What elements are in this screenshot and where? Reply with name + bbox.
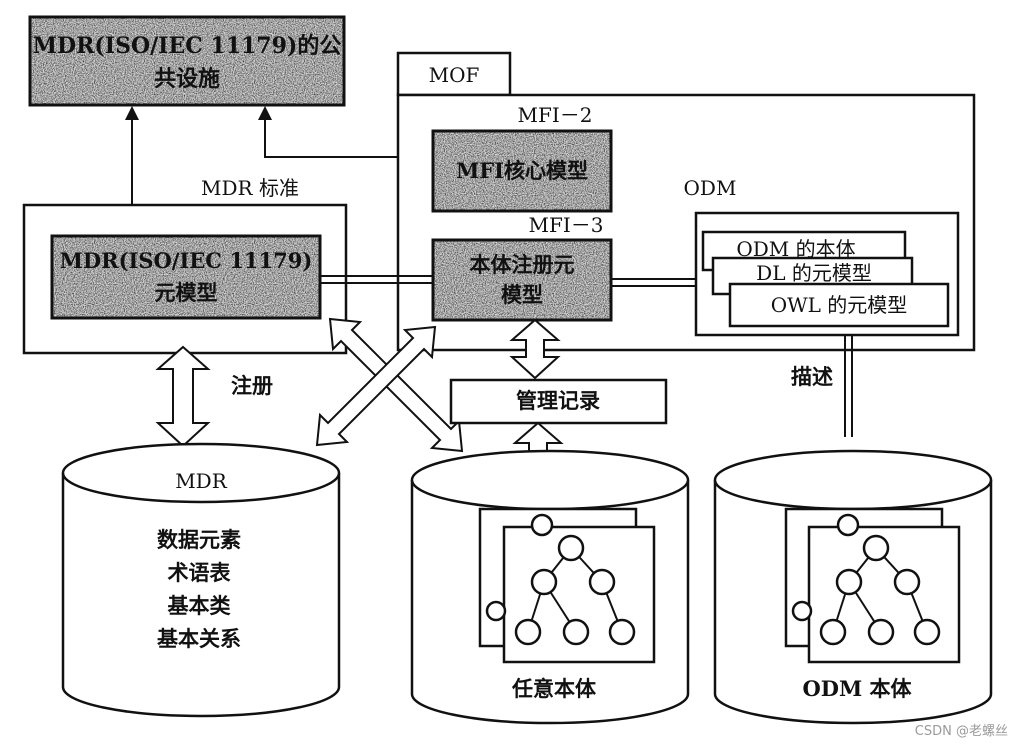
mdr-store-title: MDR <box>175 469 228 493</box>
connector-mfi-to-infrastructure <box>258 106 432 158</box>
describe-label: 描述 <box>791 364 833 389</box>
double-link-mfi3-to-odm <box>611 278 696 287</box>
odm-box: ODM 的本体 DL 的元模型 OWL 的元模型 <box>694 211 960 337</box>
mdr-infrastructure-line2: 共设施 <box>154 66 220 92</box>
management-record-label: 管理记录 <box>516 388 600 413</box>
mfi3-tag: MFI－3 <box>529 213 604 237</box>
mdr-item-data-elements: 数据元素 <box>157 527 241 552</box>
register-label: 注册 <box>231 373 273 398</box>
register-double-arrow <box>155 345 211 448</box>
odm-back-card-tree-fragment <box>791 513 860 622</box>
mdr-infrastructure-line1: MDR(ISO/IEC 11179)的公 <box>33 33 342 59</box>
watermark: CSDN @老螺丝 <box>915 724 1008 739</box>
mfi2-tag: MFI－2 <box>518 103 593 127</box>
back-card-tree-fragment <box>485 513 554 622</box>
mfi3-to-record-arrow <box>509 318 561 380</box>
ontology-registry-line1: 本体注册元 <box>470 252 575 277</box>
any-ontology-label: 任意本体 <box>511 676 597 701</box>
mdr-item-glossary: 术语表 <box>168 560 232 585</box>
mfi-core-model-box: MFI核心模型 <box>431 129 613 213</box>
management-record-box: 管理记录 <box>449 378 668 425</box>
odm-title: ODM <box>684 176 737 200</box>
tree-card-front <box>502 525 656 664</box>
mdr-metamodel-line2: 元模型 <box>155 280 218 305</box>
mdr-metamodel-line1: MDR(ISO/IEC 11179) <box>60 248 313 273</box>
ontology-registry-metamodel-box: 本体注册元 模型 <box>431 238 613 322</box>
connector-standard-to-infrastructure <box>125 106 139 205</box>
odm-tree-icon <box>819 534 941 646</box>
odm-ontology-cylinder: ODM 本体 <box>713 449 993 725</box>
cross-arrow-b <box>315 325 437 447</box>
cross-arrow-a <box>328 317 464 453</box>
odm-stack-item-3: OWL 的元模型 <box>728 282 950 328</box>
mdr-standard-title: MDR 标准 <box>201 176 299 200</box>
mof-label: MOF <box>429 63 480 87</box>
odm-ontology-label: ODM 本体 <box>802 676 912 701</box>
mdr-store-cylinder: MDR 数据元素 术语表 基本类 基本关系 <box>61 442 341 718</box>
mdr-item-basic-classes: 基本类 <box>168 593 232 618</box>
mdr-standard-box: MDR(ISO/IEC 11179) 元模型 <box>22 203 348 355</box>
mdr-item-basic-relations: 基本关系 <box>157 626 241 651</box>
odm-tree-card-front <box>807 525 961 664</box>
double-link-mdr-to-mfi3 <box>320 275 433 284</box>
dl-metamodel-item: DL 的元模型 <box>756 261 872 285</box>
tree-icon <box>514 534 636 646</box>
any-ontology-cylinder: 任意本体 <box>410 449 690 725</box>
mdr-infrastructure-box: MDR(ISO/IEC 11179)的公 共设施 <box>28 15 346 107</box>
describe-link <box>844 335 853 437</box>
ontology-registry-line2: 模型 <box>501 282 543 307</box>
owl-metamodel-item: OWL 的元模型 <box>771 293 908 317</box>
mfi-core-model-label: MFI核心模型 <box>456 158 588 183</box>
